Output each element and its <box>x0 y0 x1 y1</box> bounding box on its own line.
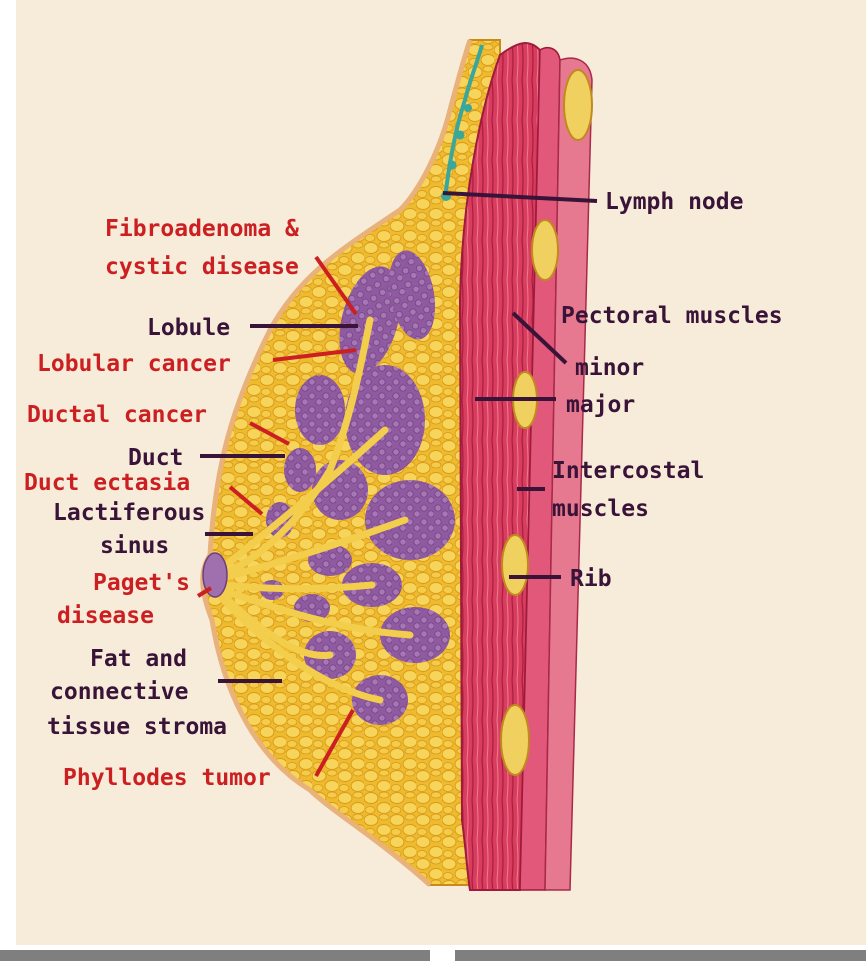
label-pagets-line1: Paget's <box>93 570 190 596</box>
label-duct: Duct <box>128 445 183 471</box>
label-minor: minor <box>575 355 644 381</box>
label-fibroadenoma-line2: cystic disease <box>105 254 299 280</box>
label-intercostal-line2: muscles <box>552 496 649 522</box>
label-duct-ectasia: Duct ectasia <box>24 470 190 496</box>
label-phyllodes: Phyllodes tumor <box>63 765 271 791</box>
label-ductal-cancer: Ductal cancer <box>27 402 207 428</box>
label-pectoral-muscles: Pectoral muscles <box>561 303 783 329</box>
label-rib: Rib <box>570 566 612 592</box>
label-lactiferous-line2: sinus <box>100 533 169 559</box>
label-fat-line3: tissue stroma <box>47 714 227 740</box>
label-lactiferous-line1: Lactiferous <box>53 500 205 526</box>
label-major: major <box>566 392 635 418</box>
label-fat-line1: Fat and <box>90 646 187 672</box>
label-lobular-cancer: Lobular cancer <box>37 351 231 377</box>
left-white-margin <box>0 0 16 961</box>
label-lobule: Lobule <box>147 315 230 341</box>
bottom-band-left <box>0 950 430 961</box>
label-fat-line2: connective <box>50 679 188 705</box>
bottom-band-right <box>455 950 866 961</box>
label-fibroadenoma-line1: Fibroadenoma & <box>105 216 299 242</box>
label-lymph-node: Lymph node <box>605 189 743 215</box>
label-intercostal-line1: Intercostal <box>552 458 704 484</box>
label-pagets-line2: disease <box>57 603 154 629</box>
